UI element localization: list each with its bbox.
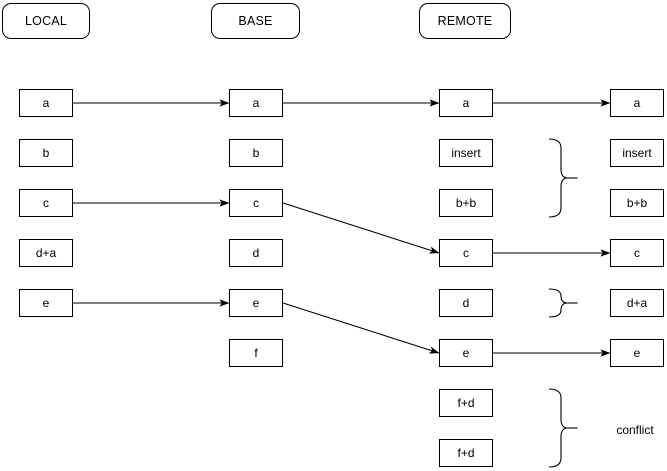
node-box-local-1: b xyxy=(19,139,73,167)
conflict-label: conflict xyxy=(616,423,654,437)
node-box-local-0: a xyxy=(19,89,73,117)
node-box-base-2: c xyxy=(229,189,283,217)
node-box-remote-5: e xyxy=(439,339,493,367)
node-box-merged-4: d+a xyxy=(610,289,664,317)
node-box-merged-1: insert xyxy=(610,139,664,167)
base-c-to-remote-c xyxy=(282,202,440,254)
brace-conflict xyxy=(548,388,568,468)
node-box-local-4: e xyxy=(19,289,73,317)
node-box-merged-3: c xyxy=(610,239,664,267)
brace-insert-bb xyxy=(548,138,568,218)
column-header-local: LOCAL xyxy=(2,3,90,39)
column-header-remote: REMOTE xyxy=(419,3,511,39)
brace-group xyxy=(548,138,578,468)
node-box-remote-7: f+d xyxy=(439,439,493,467)
node-box-merged-0: a xyxy=(610,89,664,117)
node-box-base-0: a xyxy=(229,89,283,117)
node-box-remote-2: b+b xyxy=(439,189,493,217)
arrow-group xyxy=(73,99,611,357)
node-box-base-5: f xyxy=(229,339,283,367)
node-box-merged-5: e xyxy=(610,339,664,367)
brace-d xyxy=(548,288,568,318)
node-box-base-3: d xyxy=(229,239,283,267)
node-box-merged-2: b+b xyxy=(610,189,664,217)
node-box-base-4: e xyxy=(229,289,283,317)
node-box-base-1: b xyxy=(229,139,283,167)
node-box-remote-1: insert xyxy=(439,139,493,167)
node-box-remote-6: f+d xyxy=(439,389,493,417)
node-box-local-3: d+a xyxy=(19,239,73,267)
base-e-to-remote-e xyxy=(282,302,440,354)
column-header-base: BASE xyxy=(211,3,300,39)
node-box-local-2: c xyxy=(19,189,73,217)
node-box-remote-3: c xyxy=(439,239,493,267)
node-box-remote-0: a xyxy=(439,89,493,117)
node-box-remote-4: d xyxy=(439,289,493,317)
